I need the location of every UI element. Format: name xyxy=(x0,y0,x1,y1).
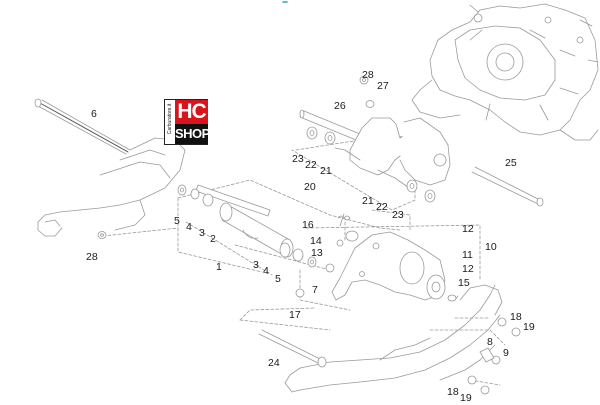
callout: 25 xyxy=(505,157,517,169)
callout: 2 xyxy=(210,233,216,245)
callout: 26 xyxy=(334,100,346,112)
logo-top-text: HC xyxy=(175,100,208,124)
callout: 21 xyxy=(320,165,332,177)
callout: 3 xyxy=(253,259,259,271)
callout: 8 xyxy=(487,336,493,348)
logo-bottom-text: SHOP xyxy=(175,124,210,144)
callout: 19 xyxy=(523,321,535,333)
callout: 18 xyxy=(447,386,459,398)
callout: 5 xyxy=(174,215,180,227)
callout: 11 xyxy=(462,249,473,261)
callout: 3 xyxy=(199,227,205,239)
engine-outline xyxy=(411,3,599,141)
callout: 10 xyxy=(485,241,497,253)
washers-left xyxy=(97,184,214,239)
callout: 14 xyxy=(310,235,322,247)
callout: 28 xyxy=(86,251,98,263)
callout: 7 xyxy=(312,284,318,296)
callout: 4 xyxy=(186,221,192,233)
callout: 18 xyxy=(510,311,522,323)
callout: 15 xyxy=(458,277,470,289)
callout: 16 xyxy=(302,219,314,231)
upper-link xyxy=(334,117,451,191)
callout: 17 xyxy=(289,309,301,321)
callout: 21 xyxy=(362,195,374,207)
washers-middle xyxy=(279,230,359,298)
callout: 12 xyxy=(462,223,474,235)
callout: 6 xyxy=(91,108,97,120)
callout: 5 xyxy=(275,273,281,285)
bolt-6 xyxy=(34,98,131,155)
callout: 24 xyxy=(268,357,280,369)
callout: 22 xyxy=(376,201,388,213)
engine-bracket xyxy=(331,231,459,302)
logo-side-strip: Carburatore.it xyxy=(165,100,175,144)
washers-upper xyxy=(306,75,436,203)
frame-lower xyxy=(284,284,503,393)
callout: 12 xyxy=(462,263,474,275)
callout-labels: 28 27 26 6 23 22 21 20 25 5 4 3 2 28 21 … xyxy=(86,69,535,404)
callout: 4 xyxy=(263,265,269,277)
callout: 1 xyxy=(216,261,222,273)
callout: 23 xyxy=(392,209,404,221)
spring-16 xyxy=(337,213,351,227)
callout: 20 xyxy=(304,181,316,193)
hc-shop-logo: Carburatore.it HC SHOP xyxy=(164,99,210,145)
callout: 28 xyxy=(362,69,374,81)
callout: 27 xyxy=(377,80,389,92)
frame-upper-left xyxy=(37,137,186,237)
bolt-24 xyxy=(258,329,327,368)
callout: 9 xyxy=(503,347,509,359)
callout: 19 xyxy=(460,392,472,404)
callout: 13 xyxy=(311,247,323,259)
logo-side-text: Carburatore.it xyxy=(167,103,173,135)
callout: 23 xyxy=(292,153,304,165)
callout: 22 xyxy=(305,159,317,171)
hardware-lower-right xyxy=(467,317,521,395)
bolt-25 xyxy=(471,166,544,207)
